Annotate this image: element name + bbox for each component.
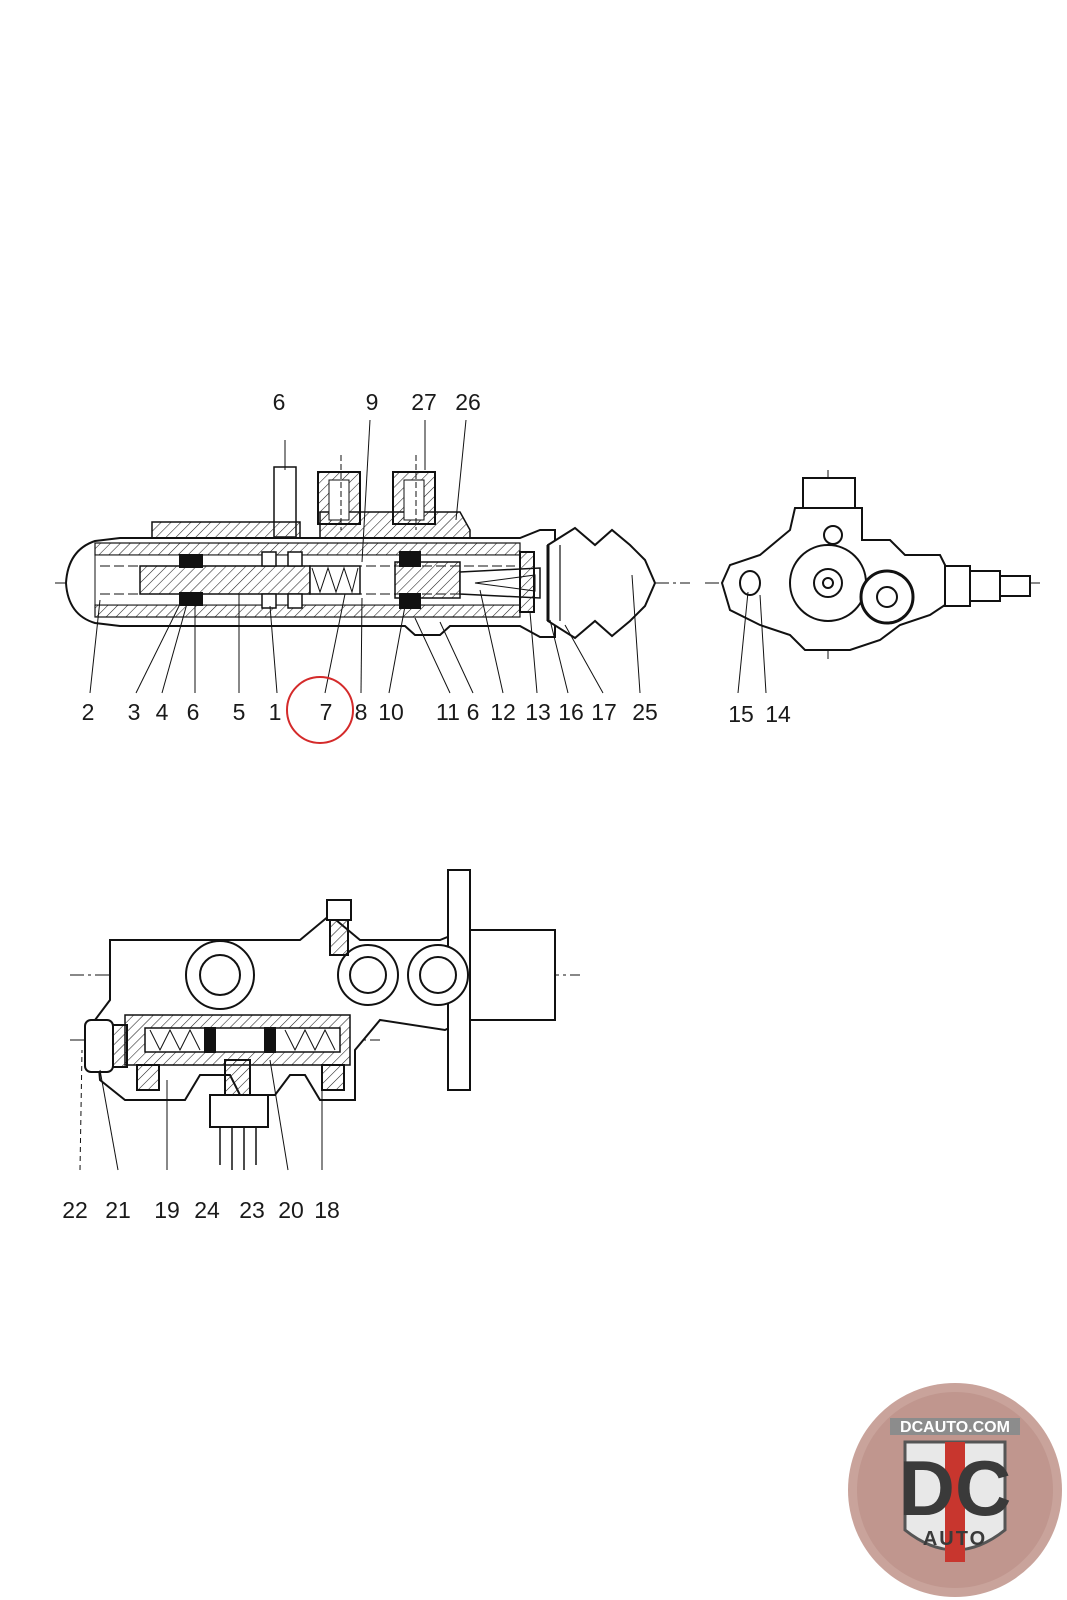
callout-label: 4 xyxy=(156,699,169,725)
callout-label: 9 xyxy=(366,389,379,415)
callout-label: 23 xyxy=(239,1197,265,1223)
callout-label: 12 xyxy=(490,699,516,725)
master-cylinder-side-view xyxy=(70,869,580,1171)
callout-label: 18 xyxy=(314,1197,340,1223)
logo-url-text: DCAUTO.COM xyxy=(900,1419,1010,1436)
logo-mark-text: DC xyxy=(899,1444,1012,1532)
callout-label: 6 xyxy=(187,699,200,725)
callout-label: 24 xyxy=(194,1197,220,1223)
callout-label: 6 xyxy=(273,389,286,415)
callout-label: 26 xyxy=(455,389,481,415)
callout-label: 8 xyxy=(355,699,368,725)
callout-label: 22 xyxy=(62,1197,88,1223)
callout-label: 6 xyxy=(467,699,480,725)
callout-label: 3 xyxy=(128,699,141,725)
callout-label: 1 xyxy=(269,699,282,725)
callout-label: 17 xyxy=(591,699,617,725)
dcauto-logo: DCAUTO.COM DC AUTO xyxy=(848,1383,1062,1597)
callout-label: 13 xyxy=(525,699,551,725)
top-callouts-lower: 2 3 4 6 5 1 7 8 10 11 6 12 13 16 17 25 xyxy=(82,699,658,725)
callout-label: 14 xyxy=(765,701,791,727)
callout-label-highlighted: 7 xyxy=(320,699,333,725)
callout-label: 25 xyxy=(632,699,658,725)
side-view-callouts: 22 21 19 24 23 20 18 xyxy=(62,1197,340,1223)
callout-label: 2 xyxy=(82,699,95,725)
highlight-circle xyxy=(286,676,354,744)
callout-label: 15 xyxy=(728,701,754,727)
callout-label: 16 xyxy=(558,699,584,725)
master-cylinder-section-view xyxy=(55,419,690,694)
callout-label: 21 xyxy=(105,1197,131,1223)
top-callouts-upper: 6 9 27 26 xyxy=(273,389,481,415)
end-view-callouts: 15 14 xyxy=(728,701,791,727)
callout-label: 5 xyxy=(233,699,246,725)
master-cylinder-end-view xyxy=(705,470,1040,694)
logo-sub-text: AUTO xyxy=(923,1528,987,1550)
callout-label: 27 xyxy=(411,389,437,415)
callout-label: 20 xyxy=(278,1197,304,1223)
callout-label: 19 xyxy=(154,1197,180,1223)
callout-label: 11 xyxy=(436,699,460,725)
callout-label: 10 xyxy=(378,699,404,725)
